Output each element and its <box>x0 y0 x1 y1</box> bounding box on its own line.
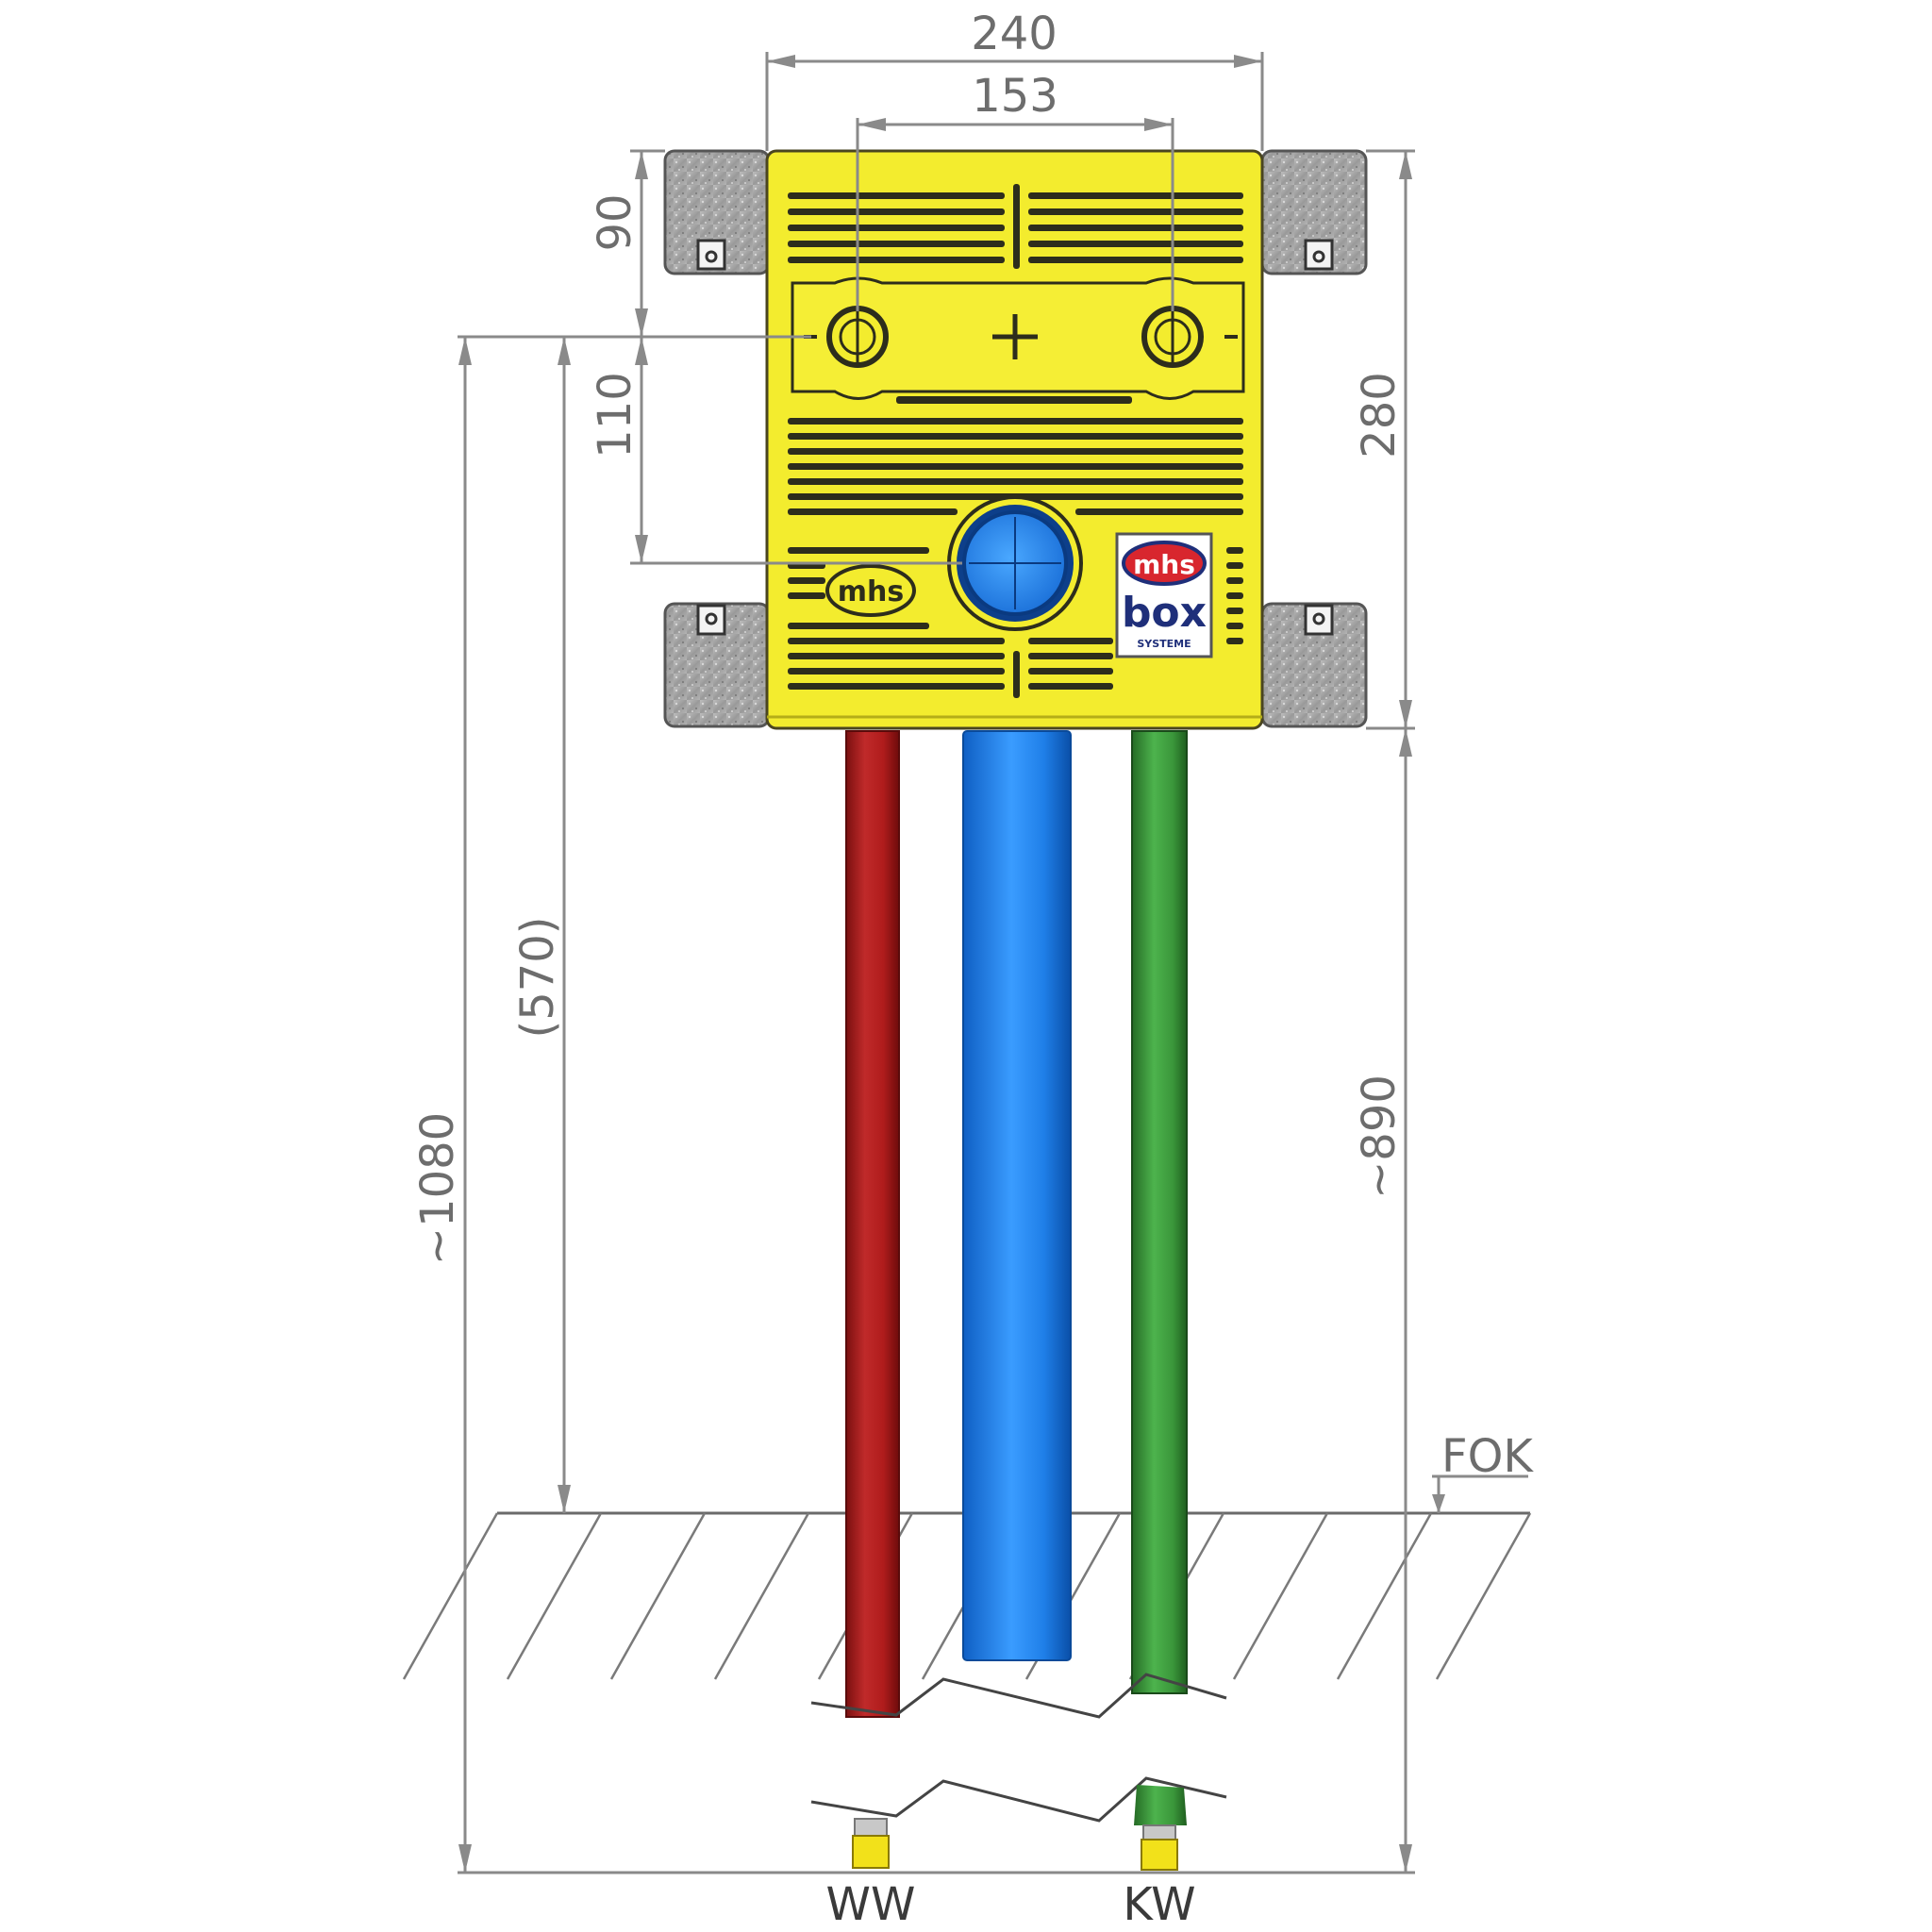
dim-90: 90 <box>589 193 641 251</box>
dim-890: ~890 <box>1353 1074 1406 1199</box>
pipes <box>810 730 1227 1871</box>
small-logo-text: mhs <box>838 575 904 608</box>
cold-water-label: KW <box>1123 1878 1195 1931</box>
vent-slots-bottom <box>788 547 1243 698</box>
warm-water-label: WW <box>826 1878 916 1931</box>
mhs-logo-small: mhs <box>825 564 916 617</box>
cold-water-fitting-nut <box>1142 1824 1176 1841</box>
mhs-box-badge: mhs box SYSTEME <box>1115 532 1213 658</box>
dimension-labels: 240 153 90 110 (570) ~1080 280 ~890 FOK … <box>411 8 1534 1931</box>
installation-box: mhs mhs box SYSTEME <box>765 149 1264 730</box>
dim-240: 240 <box>971 8 1058 60</box>
dim-280: 280 <box>1353 372 1406 458</box>
pipe-break-line-upper <box>810 1673 1227 1719</box>
vent-slots-middle <box>788 418 1243 515</box>
dim-153: 153 <box>972 70 1058 123</box>
drain-pipe <box>962 730 1072 1661</box>
center-cross-icon <box>992 314 1038 359</box>
badge-bottom-text: SYSTEME <box>1137 638 1191 650</box>
screw-clip-icon <box>696 239 1334 636</box>
cold-water-fitting <box>1141 1839 1178 1871</box>
connection-bore-left <box>826 306 889 368</box>
warm-water-pipe <box>845 730 900 1718</box>
cold-water-pipe-stub <box>1134 1785 1187 1825</box>
drain-outlet-icon <box>947 495 1083 631</box>
warm-water-fitting-nut <box>854 1818 888 1837</box>
cold-water-pipe <box>1131 730 1188 1694</box>
warm-water-fitting <box>852 1835 890 1869</box>
dim-570: (570) <box>511 916 564 1038</box>
mounting-brackets <box>663 149 1368 728</box>
floor-level-label: FOK <box>1441 1430 1534 1483</box>
badge-top-text: mhs <box>1133 549 1195 580</box>
badge-middle-text: box <box>1122 589 1207 637</box>
dim-1080: ~1080 <box>411 1112 464 1265</box>
dim-110: 110 <box>589 372 641 458</box>
connection-bore-right <box>1141 306 1204 368</box>
pipe-break-line-lower <box>810 1776 1227 1823</box>
vent-slots-top <box>788 184 1243 269</box>
dimension-lines <box>458 52 1528 1874</box>
